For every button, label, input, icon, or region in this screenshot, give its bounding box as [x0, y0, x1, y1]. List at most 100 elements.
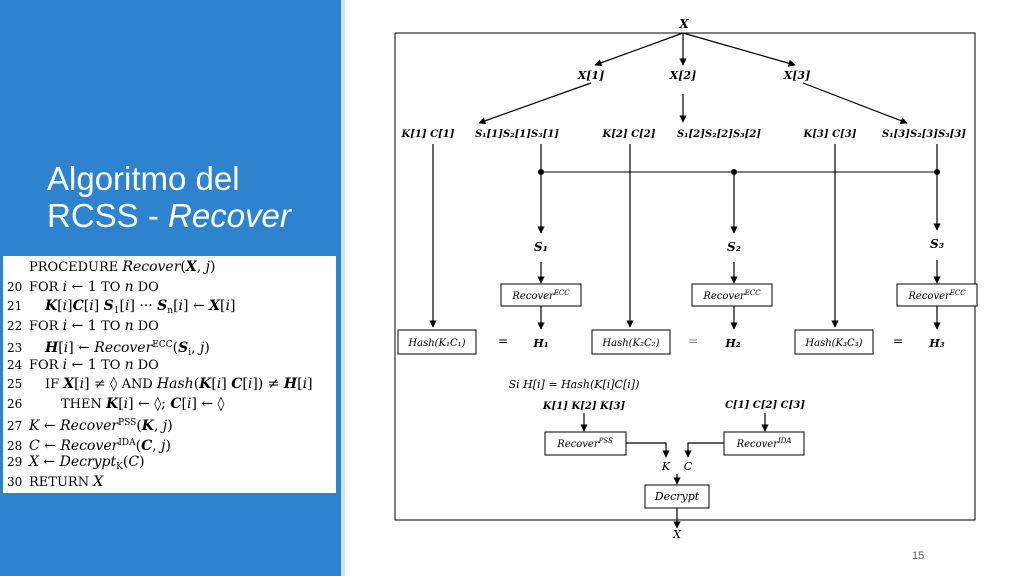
line-token: X — [29, 454, 39, 470]
line-token: H — [283, 376, 298, 392]
recover-ecc-label-3: RecoverECC — [907, 289, 966, 302]
line-token: FOR — [29, 357, 63, 373]
diagram-labels: X X[1] X[2] X[3] K[1] C[1] S₁[1]S₂[1]S₃[… — [401, 17, 967, 541]
line-token: K — [116, 462, 123, 472]
c-symbol: C — [684, 460, 693, 473]
line-token: [ — [173, 298, 179, 314]
line-token: ] — [221, 376, 232, 392]
line-token: 1 — [113, 306, 120, 316]
line-token: TO — [101, 279, 125, 295]
line-token: n — [167, 306, 174, 316]
line-token: ( — [136, 418, 142, 434]
decrypt-label: Decrypt — [654, 490, 700, 503]
line-token: C — [141, 437, 153, 454]
line-token: RETURN — [29, 474, 94, 490]
c-list-label: C[1] C[2] C[3] — [725, 400, 805, 411]
line-content: PROCEDURE Recover(X, j) — [29, 259, 215, 275]
line-token: X — [63, 376, 75, 392]
recover-ecc-box-3 — [896, 283, 978, 307]
line-number: 28 — [7, 438, 23, 453]
line-number: 24 — [7, 357, 23, 372]
line-token: TO — [101, 318, 125, 334]
arrow-ida-c — [684, 442, 724, 458]
arrow-x1-split — [478, 82, 592, 125]
line-token: [ — [74, 376, 80, 392]
slide-title: Algoritmo del RCSS - Recover — [47, 160, 337, 234]
recover-ecc-text-3: Recover — [907, 291, 951, 302]
recover-ida-label: RecoverIDA — [736, 437, 792, 450]
line-token: ] ← — [68, 340, 95, 356]
line-token: ) — [204, 340, 210, 356]
equals-sign-3: = — [893, 334, 903, 348]
recover-ecc-sup-2: ECC — [744, 289, 761, 297]
line-token: ← 1 — [67, 317, 102, 334]
sidebar-divider — [341, 0, 345, 576]
arrow-x-x3 — [682, 32, 796, 67]
condition-label: Si H[i] = Hash(K[i]C[i]) — [509, 378, 640, 391]
line-token: H — [45, 340, 59, 356]
h-symbol-2: H₂ — [724, 337, 740, 350]
recover-ida-box — [723, 431, 805, 456]
line-token: [ — [119, 298, 125, 314]
line-number: 20 — [7, 279, 23, 294]
recover-ecc-sup-1: ECC — [553, 289, 570, 297]
line-token: K — [45, 298, 58, 314]
line-content: H[i] ← RecoverECC(Si, j) — [45, 340, 210, 358]
kc-label-3: K[3] C[3] — [803, 129, 857, 140]
line-token: C — [231, 376, 243, 392]
hash-label-3: Hash(K₃C₃) — [804, 338, 862, 349]
s-symbol-2: S₂ — [727, 240, 741, 254]
recover-pss-sup: PSS — [598, 437, 613, 445]
line-content: RETURN X — [29, 474, 103, 490]
line-token: ] — [307, 376, 313, 392]
line-token: ( — [135, 437, 142, 454]
line-number: 22 — [7, 318, 23, 333]
line-token: i — [62, 278, 68, 295]
line-token: i — [62, 298, 68, 314]
recover-ecc-label-1: RecoverECC — [511, 289, 570, 302]
line-token: i — [188, 348, 192, 358]
hash-box-2 — [591, 329, 671, 355]
line-token: , — [152, 437, 162, 454]
line-token: [ — [220, 298, 226, 314]
line-token: ← — [39, 418, 61, 434]
bottom-x-label: X — [672, 528, 682, 541]
algorithm-line: PROCEDURE Recover(X, j) — [7, 257, 215, 277]
line-token: DO — [133, 279, 159, 295]
kc-label-1: K[1] C[1] — [401, 129, 455, 140]
h-symbol-3: H₃ — [928, 337, 944, 350]
line-token: K — [106, 395, 119, 412]
arrow-x-x1 — [594, 32, 684, 67]
x-item-label-1: X[1] — [577, 69, 605, 82]
line-token: AND — [121, 377, 157, 392]
line-token: i — [89, 298, 94, 314]
line-number: 21 — [7, 299, 23, 313]
line-token: S — [157, 298, 168, 314]
s-symbol-1: S₁ — [534, 240, 548, 254]
line-number: 23 — [7, 341, 23, 355]
x-item-label-3: X[3] — [783, 69, 811, 82]
line-token: ← 1 — [67, 278, 102, 295]
line-token: [ — [297, 376, 303, 392]
line-token: ] ≠ ◊ — [84, 376, 122, 392]
top-x-label: X — [678, 17, 689, 31]
line-content: K[i]C[i] S1[i] ··· Sn[i] ← X[i] — [45, 298, 235, 316]
line-token: i — [124, 298, 130, 314]
line-token: j — [161, 437, 166, 454]
line-token: ECC — [152, 340, 173, 350]
line-token: ← — [38, 454, 60, 470]
recover-ida-sup: IDA — [777, 437, 791, 445]
line-number: 26 — [7, 396, 23, 411]
arrow-x3-split — [802, 82, 908, 125]
k-list-label: K[1] K[2] K[3] — [542, 401, 626, 412]
line-token: FOR — [29, 279, 63, 295]
hash-box-3 — [794, 329, 874, 355]
line-token: C — [72, 298, 84, 314]
s-label-2: S₁[2]S₂[2]S₃[2] — [677, 129, 761, 140]
